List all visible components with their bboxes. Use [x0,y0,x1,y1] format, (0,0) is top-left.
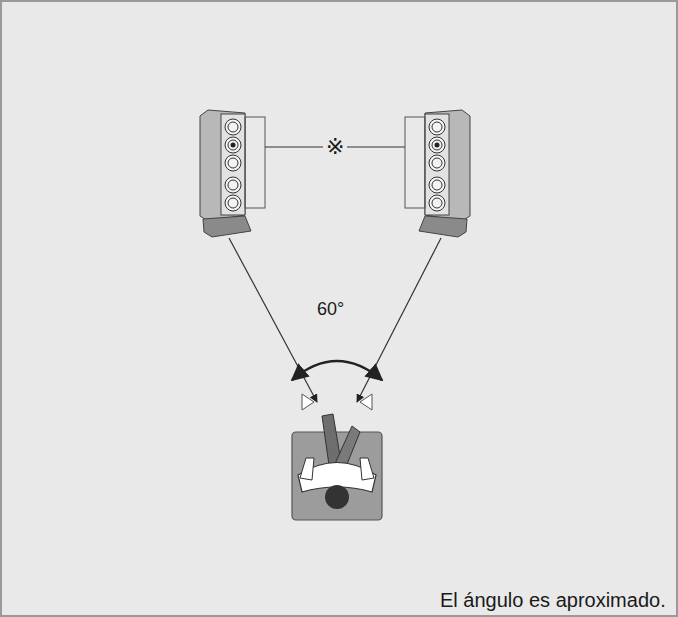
angle-label: 60° [317,300,344,320]
note-text: El ángulo es aproximado. [440,589,666,611]
listener [292,414,382,520]
angle-arc [292,361,382,380]
left-sound-line [229,238,317,402]
left-speaker [200,110,265,237]
ear-marker [360,394,372,410]
right-sound-line [357,238,441,402]
ear-marker [302,394,314,410]
distance-symbol: ※ [323,135,347,159]
right-speaker [405,110,470,237]
